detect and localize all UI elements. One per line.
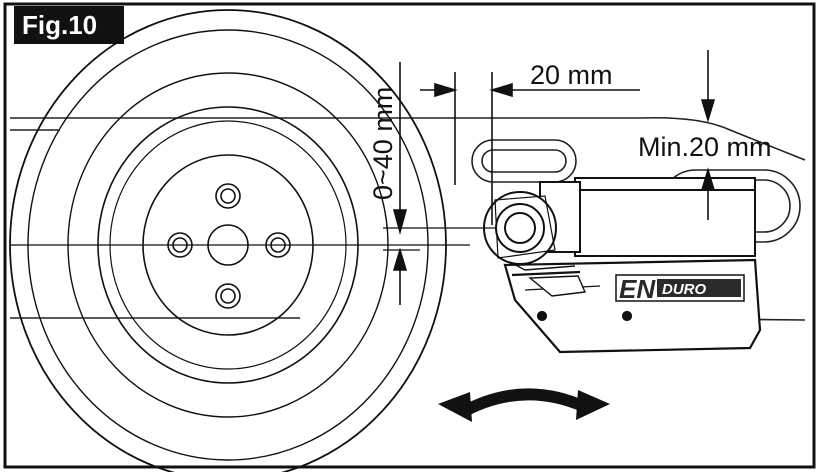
figure-label: Fig.10 xyxy=(14,6,124,44)
figure-border xyxy=(3,2,816,469)
double-arrow-icon xyxy=(438,388,610,422)
svg-text:EN: EN xyxy=(619,274,656,304)
horizontal-offset-label: 20 mm xyxy=(530,60,613,90)
vertical-dimension xyxy=(383,62,495,305)
min-clearance-label: Min.20 mm xyxy=(638,132,772,162)
svg-text:DURO: DURO xyxy=(662,281,706,298)
brand-logo: EN DURO xyxy=(615,274,745,304)
vertical-range-label: 0~40 mm xyxy=(368,87,398,200)
wheel xyxy=(9,9,447,472)
horizontal-dimension xyxy=(420,72,640,225)
drive-unit xyxy=(483,177,756,265)
wheel-bolt-icon xyxy=(167,183,291,309)
clearance-dimension xyxy=(700,50,716,220)
